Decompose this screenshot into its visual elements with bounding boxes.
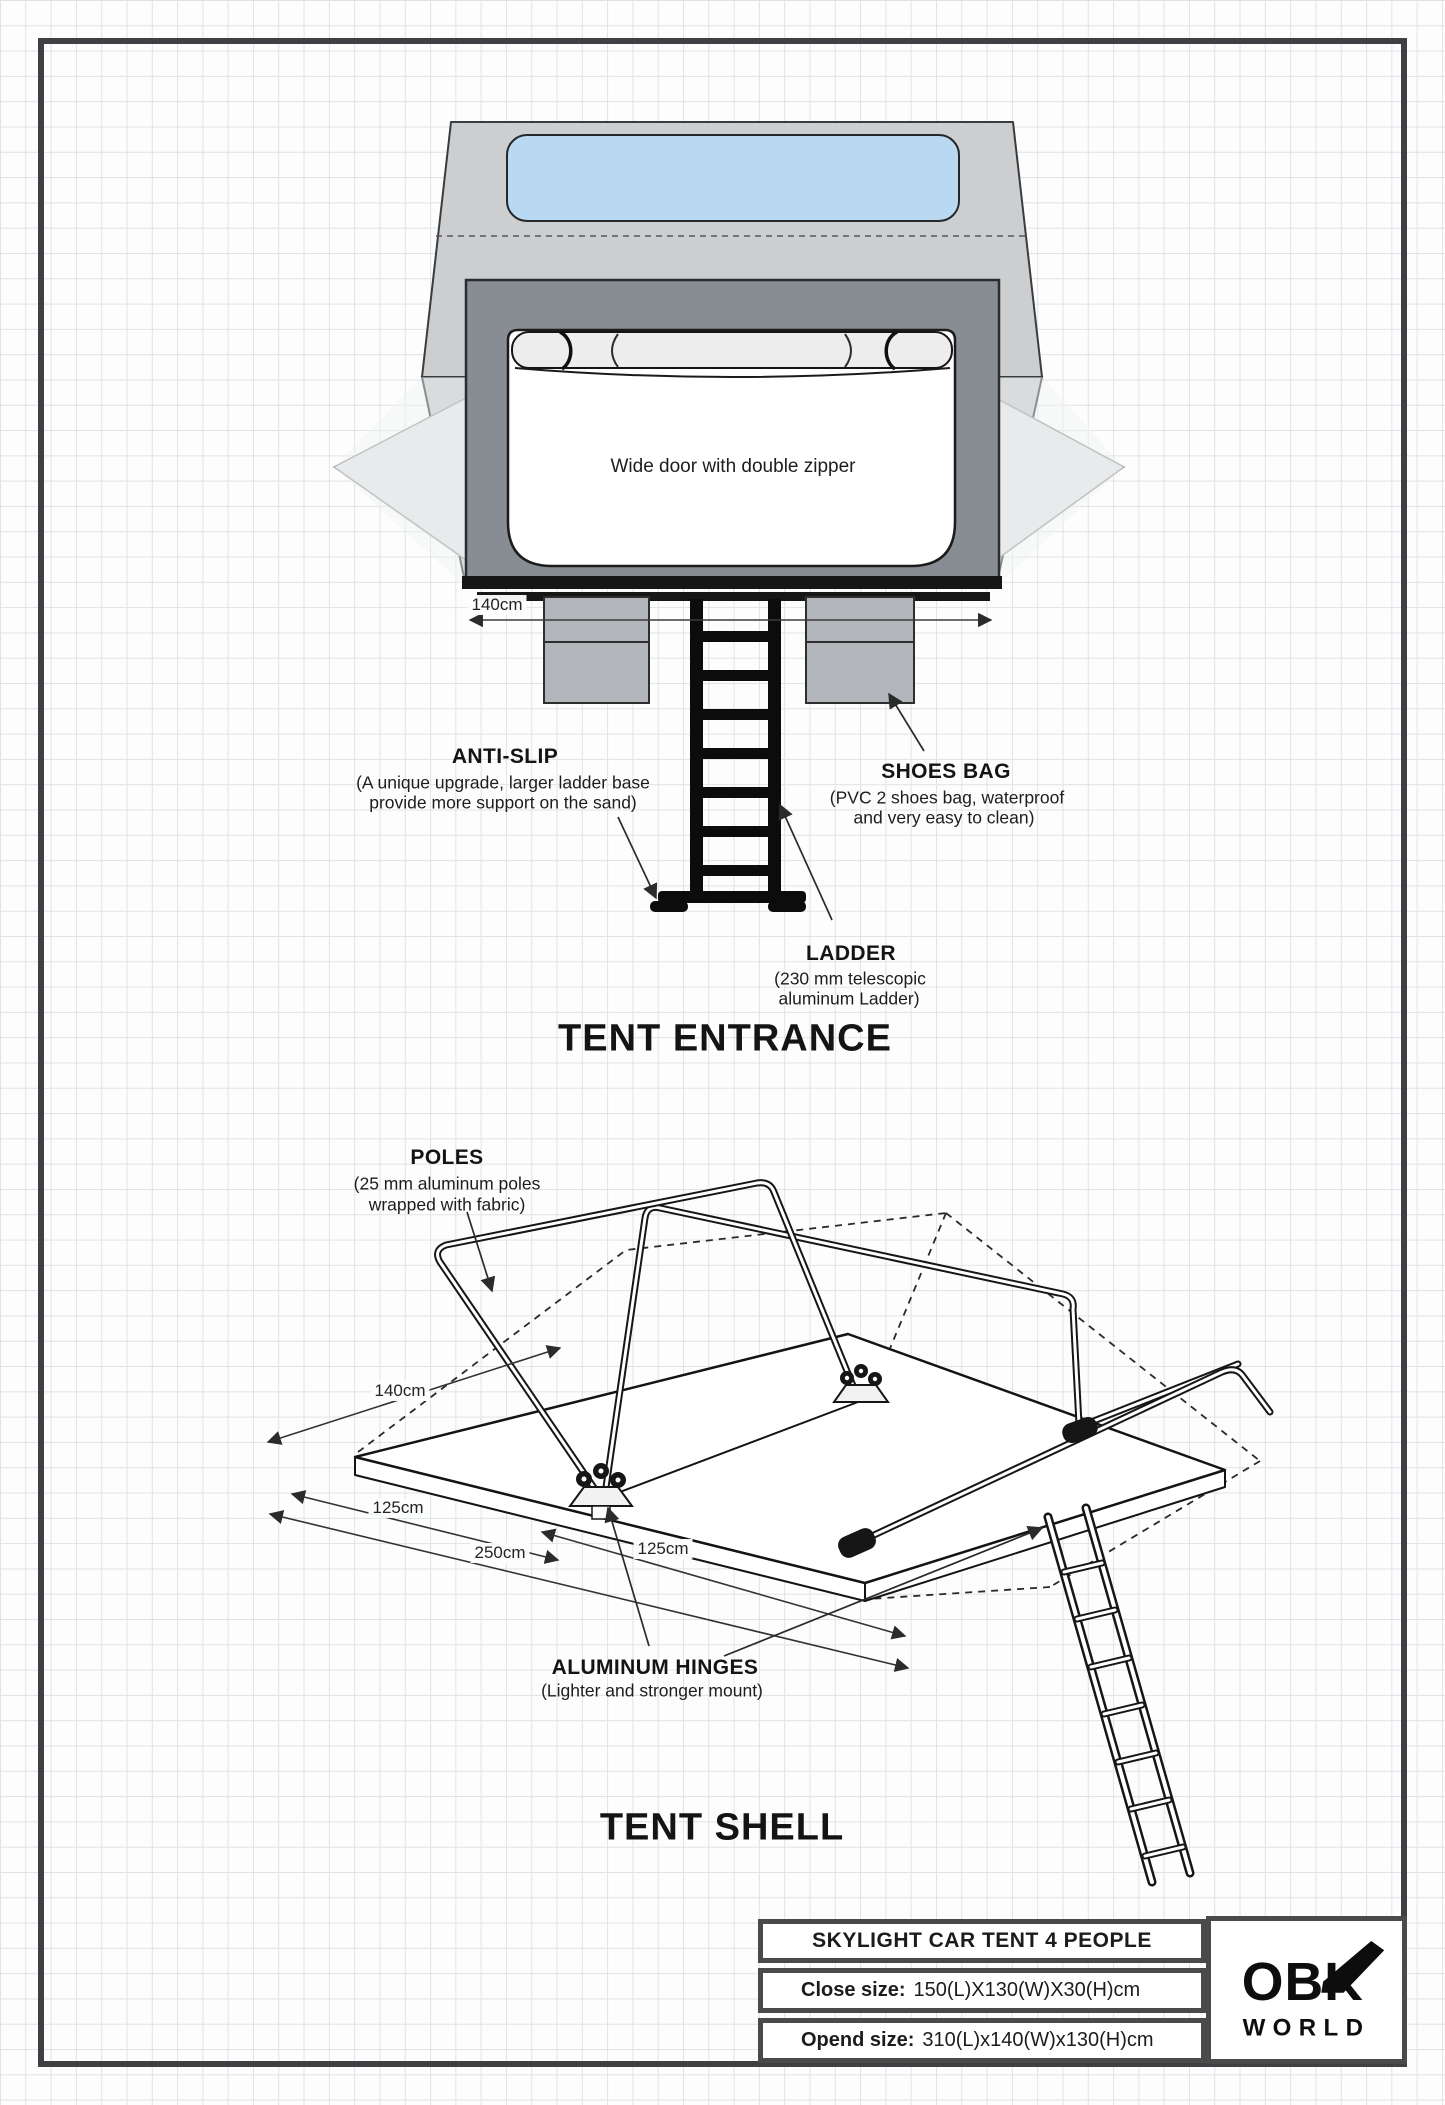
hinges-leader-arrow-front: [604, 1506, 650, 1647]
anti-slip-foot-left: [650, 901, 688, 912]
brand-swoosh-icon: [1321, 1940, 1385, 1993]
poles-heading: POLES: [410, 1146, 484, 1169]
anti-slip-foot-right: [768, 901, 806, 912]
shell-dim-label-250cm: 250cm: [470, 1543, 530, 1563]
obk-world-logo: OBK WORLD: [1242, 1940, 1385, 2041]
tent-entrance-drawing: [332, 121, 1126, 921]
hinges-leader-arrow-right: [723, 1526, 1044, 1657]
spec-table-title: SKYLIGHT CAR TENT 4 PEOPLE: [812, 1929, 1152, 1952]
roll-crease-right: [844, 333, 852, 368]
open-size-value: 310(L)x140(W)x130(H)cm: [922, 2029, 1154, 2051]
base-bar-top: [462, 576, 1002, 589]
rolled-awning: [511, 331, 953, 369]
poles-desc-line2: wrapped with fabric): [368, 1194, 526, 1215]
poles-desc-line1: (25 mm aluminum poles: [353, 1173, 541, 1194]
open-size-label: Opend size:: [801, 2029, 915, 2051]
shoes-bag-heading: SHOES BAG: [881, 760, 1011, 783]
spec-row-close-size: Close size: 150(L)X130(W)X30(H)cm: [758, 1968, 1206, 2013]
shell-dim-label-140cm: 140cm: [370, 1381, 430, 1401]
close-size-label: Close size:: [801, 1979, 906, 2001]
anti-slip-heading: ANTI-SLIP: [451, 745, 559, 768]
fold-crease-line: [603, 1401, 859, 1499]
entrance-section-title: TENT ENTRANCE: [558, 1017, 892, 1060]
base-bar-bottom: [477, 592, 990, 601]
pole-mount-back: [1062, 1416, 1098, 1444]
close-size-value: 150(L)X130(W)X30(H)cm: [913, 1979, 1141, 2001]
shoes-bag-desc-line1: (PVC 2 shoes bag, waterproof: [829, 787, 1065, 808]
door-panel: [506, 328, 957, 568]
anti-slip-desc-line2: provide more support on the sand): [369, 792, 637, 813]
awning-sag-line: [514, 367, 951, 378]
ladder-heading: LADDER: [806, 942, 896, 965]
strap-left: [559, 330, 573, 371]
spec-table-title-row: SKYLIGHT CAR TENT 4 PEOPLE: [758, 1919, 1206, 1963]
entrance-width-dimension-label: 140cm: [467, 595, 527, 615]
dim-line-125cm-right: [540, 1528, 907, 1640]
door-label: Wide door with double zipper: [610, 456, 856, 477]
strap-right: [884, 330, 898, 371]
anti-slip-leader-arrow: [617, 816, 658, 900]
roll-crease-left: [611, 333, 619, 368]
ladder-leader-arrow: [778, 803, 833, 921]
aluminum-hinges-heading: ALUMINUM HINGES: [551, 1656, 759, 1679]
tent-shell-drawing: [266, 1179, 1274, 1887]
entrance-ladder: [650, 599, 806, 912]
page-border-frame: [38, 38, 1407, 2067]
anti-slip-desc-line1: (A unique upgrade, larger ladder base: [356, 772, 650, 793]
shoes-bag-leader-arrow: [888, 692, 925, 752]
spec-row-open-size: Opend size: 310(L)x140(W)x130(H)cm: [758, 2018, 1206, 2063]
shell-section-title: TENT SHELL: [599, 1806, 845, 1849]
shoes-bag-desc-line2: and very easy to clean): [853, 807, 1035, 828]
shell-dim-label-125cm-left: 125cm: [368, 1498, 428, 1518]
ladder-base-bar: [658, 891, 806, 903]
skylight-window: [506, 134, 960, 222]
aluminum-hinge-back: [832, 1364, 890, 1403]
ladder-desc-line1: (230 mm telescopic: [774, 968, 926, 989]
shoe-bag-right: [805, 596, 915, 704]
ladder-desc-line2: aluminum Ladder): [778, 988, 920, 1009]
aluminum-hinges-desc: (Lighter and stronger mount): [541, 1680, 763, 1701]
poles-leader-arrow: [466, 1211, 496, 1293]
shell-ladder: [1043, 1503, 1195, 1887]
shoe-bag-left: [543, 596, 650, 704]
brand-sub-text: WORLD: [1243, 2014, 1371, 2041]
shell-dim-label-125cm-right: 125cm: [633, 1539, 693, 1559]
brand-logo-cell: OBK WORLD: [1206, 1916, 1407, 2064]
pole-frames: [434, 1179, 1274, 1547]
